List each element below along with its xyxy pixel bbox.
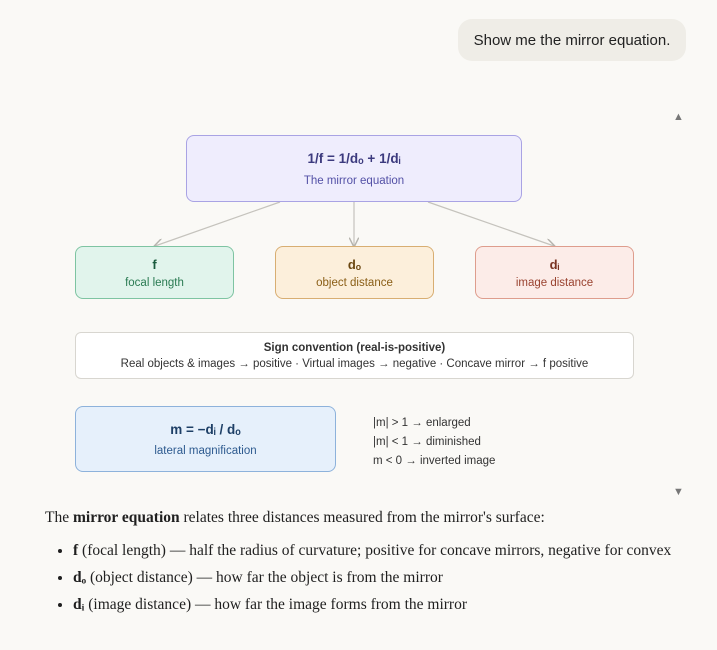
object-symbol: dₒ: [347, 256, 362, 272]
equation-label: The mirror equation: [303, 174, 405, 187]
focal-symbol: f: [152, 256, 157, 272]
list-item: dₒ (object distance) — how far the objec…: [73, 566, 685, 590]
scroll-up-arrow-icon[interactable]: ▲: [673, 111, 684, 123]
intro-text-start: The: [45, 509, 73, 526]
equation-box: 1/f = 1/dₒ + 1/dᵢ The mirror equation: [186, 135, 522, 202]
focal-label: focal length: [125, 276, 184, 289]
arrow-to-image: [427, 201, 554, 246]
response-text: The mirror equation relates three distan…: [45, 507, 685, 620]
scroll-down-arrow-icon[interactable]: ▼: [673, 486, 684, 498]
intro-paragraph: The mirror equation relates three distan…: [45, 507, 685, 529]
term-object: dₒ: [73, 569, 87, 586]
definition-image: (image distance) — how far the image for…: [84, 596, 468, 613]
definition-focal: (focal length) — half the radius of curv…: [78, 542, 672, 559]
definition-list: f (focal length) — half the radius of cu…: [45, 539, 685, 617]
magnification-box: m = −dᵢ / dₒ lateral magnification: [75, 406, 336, 472]
user-message-bubble: Show me the mirror equation.: [458, 19, 686, 61]
term-focal: f: [73, 542, 79, 559]
equation-formula: 1/f = 1/dₒ + 1/dᵢ: [307, 150, 401, 166]
arrow-to-focal: [155, 201, 281, 246]
mag-note-enlarged: |m| > 1 → enlarged: [373, 417, 471, 429]
magnification-formula: m = −dᵢ / dₒ: [170, 421, 241, 437]
sign-convention-detail: Real objects & images → positive · Virtu…: [120, 357, 589, 370]
mag-note-inverted: m < 0 → inverted image: [373, 455, 496, 467]
focal-length-box: f focal length: [75, 246, 234, 299]
magnification-notes: |m| > 1 → enlarged |m| < 1 → diminished …: [373, 414, 495, 471]
object-distance-box: dₒ object distance: [275, 246, 434, 299]
list-item: f (focal length) — half the radius of cu…: [73, 539, 685, 563]
user-message-text: Show me the mirror equation.: [473, 31, 671, 49]
sign-convention-title: Sign convention (real-is-positive): [263, 341, 446, 354]
sign-convention-box: Sign convention (real-is-positive) Real …: [75, 332, 634, 379]
diagram-connectors: [0, 201, 717, 500]
mirror-equation-diagram: 1/f = 1/dₒ + 1/dᵢ The mirror equation f …: [0, 100, 717, 500]
intro-text-end: relates three distances measured from th…: [179, 509, 545, 526]
image-label: image distance: [515, 276, 594, 289]
image-distance-box: dᵢ image distance: [475, 246, 634, 299]
intro-bold-term: mirror equation: [72, 509, 180, 526]
magnification-label: lateral magnification: [154, 444, 257, 457]
image-symbol: dᵢ: [549, 256, 560, 272]
definition-object: (object distance) — how far the object i…: [86, 569, 443, 586]
term-image: dᵢ: [73, 596, 85, 613]
list-item: dᵢ (image distance) — how far the image …: [73, 593, 685, 617]
mag-note-diminished: |m| < 1 → diminished: [373, 436, 481, 448]
object-label: object distance: [316, 276, 393, 289]
